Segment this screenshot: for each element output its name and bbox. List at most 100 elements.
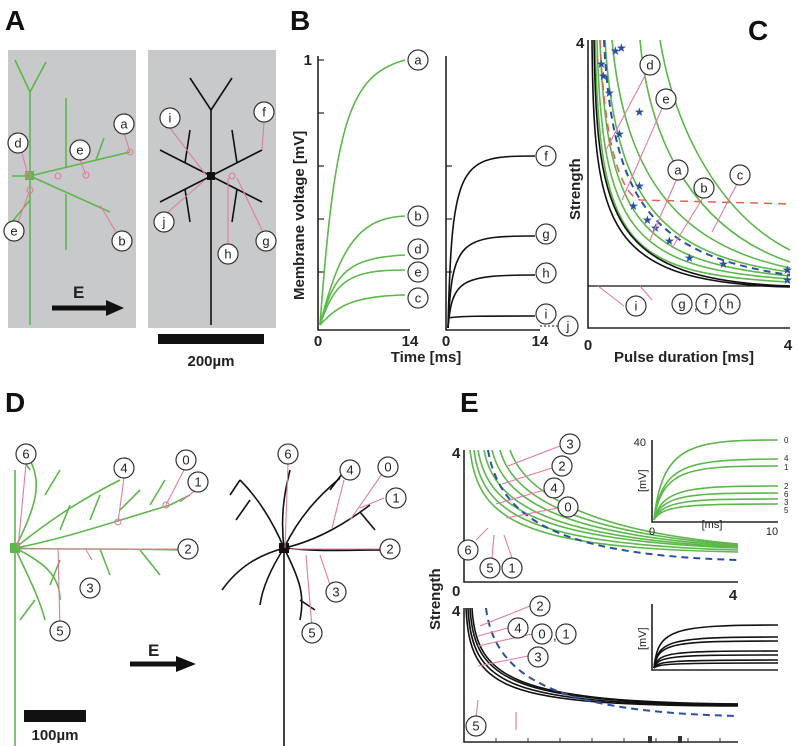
panel-b-yticks xyxy=(318,59,452,273)
d2-marker-4: 4 xyxy=(346,463,353,478)
b-marker-b: b xyxy=(414,209,421,224)
panel-e-bottom-inset-curves xyxy=(653,624,779,669)
panel-b-xlabel: Time [ms] xyxy=(391,349,462,366)
d2-marker-6: 6 xyxy=(284,447,291,462)
marker-j xyxy=(153,211,175,233)
inset-label-0: 0 xyxy=(784,436,789,445)
marker-e-text: e xyxy=(10,224,17,239)
panel-a-green-soma xyxy=(25,171,34,180)
panel-a-scale-bar xyxy=(158,334,264,344)
e-top-marker-3: 3 xyxy=(566,437,573,452)
marker-i-text: i xyxy=(169,111,172,126)
tick-mark-1 xyxy=(648,736,652,743)
panel-a-leaders xyxy=(17,121,265,246)
e-bot-marker-3: 3 xyxy=(534,650,541,665)
inset-top-xlabel: [ms] xyxy=(702,519,723,531)
panel-d-field-label: E xyxy=(148,641,159,660)
panel-e-top-leaders xyxy=(475,445,561,559)
panel-b-ytick-1: 1 xyxy=(304,52,312,69)
marker-c xyxy=(69,139,91,161)
panel-b-markers: a b d e c f g h i j xyxy=(407,49,579,337)
panel-a-scale-label: 200µm xyxy=(187,353,234,370)
marker-j-text: j xyxy=(162,215,166,230)
b-marker-i: i xyxy=(545,307,548,322)
marker-h-text: h xyxy=(224,247,231,262)
panel-d-scale-label: 100µm xyxy=(31,727,78,744)
panel-e-bottom-ytick-4: 4 xyxy=(452,603,461,620)
marker-a-text: a xyxy=(120,117,128,132)
d2-marker-3: 3 xyxy=(332,585,339,600)
inset-label-5: 5 xyxy=(784,506,789,515)
inset-label-2: 2 xyxy=(784,482,789,491)
d2-marker-0: 0 xyxy=(384,460,391,475)
c-marker-d: d xyxy=(646,58,653,73)
d2-marker-2: 2 xyxy=(386,542,393,557)
panel-b-green-traces xyxy=(319,59,406,326)
c-marker-a: a xyxy=(674,163,682,178)
panel-d-green-soma xyxy=(10,543,20,553)
svg-text:★: ★ xyxy=(664,234,675,248)
inset-top-ytick: 40 xyxy=(634,437,646,449)
panel-label-d: D xyxy=(5,387,25,418)
c-marker-i: i xyxy=(635,299,638,314)
panel-b-xtick-0: 0 xyxy=(314,333,322,350)
inset-label-1: 1 xyxy=(784,463,789,472)
panel-a-field-label: E xyxy=(73,283,84,302)
panel-c-ylabel: Strength xyxy=(567,158,584,220)
c-marker-e: e xyxy=(662,92,669,107)
panel-e-top-axes xyxy=(463,450,738,583)
panel-c-axes xyxy=(587,40,790,329)
marker-g xyxy=(255,230,277,252)
marker-c-text: e xyxy=(76,143,83,158)
c-marker-f: f xyxy=(704,297,708,312)
b-marker-j: j xyxy=(566,319,570,334)
panel-c-red-dashed xyxy=(599,39,791,205)
panel-e-top-inset-axes xyxy=(651,440,778,523)
inset-label-3: 3 xyxy=(784,498,789,507)
panel-e-top-ytick-4: 4 xyxy=(452,445,461,462)
marker-d xyxy=(7,132,29,154)
panel-e-bottom-xticks xyxy=(495,738,721,742)
panel-e-top-ytick-0: 0 xyxy=(452,583,460,600)
panel-d-leaders xyxy=(17,463,385,631)
d-marker-5: 5 xyxy=(56,624,63,639)
svg-text:★: ★ xyxy=(634,105,645,119)
panel-a-black-neuron-bg xyxy=(148,50,276,328)
panel-c-xtick-4: 4 xyxy=(784,337,793,354)
panel-b-black-traces xyxy=(447,155,536,329)
panel-d-markers: 6 4 0 1 2 3 5 6 4 0 1 2 3 5 xyxy=(15,443,407,644)
panel-e-top-inset-curves xyxy=(653,439,779,521)
inset-top-curve-labels: 0 4 1 2 6 3 5 xyxy=(784,436,789,515)
panel-label-a: A xyxy=(5,5,25,36)
svg-text:★: ★ xyxy=(610,44,621,58)
panel-c-black-curves xyxy=(591,39,791,288)
panel-b-axes-left xyxy=(317,56,410,331)
e-top-marker-5: 5 xyxy=(486,561,493,576)
panel-c-green-curves xyxy=(594,39,791,283)
panel-a-black-soma xyxy=(207,172,215,180)
c-marker-h: h xyxy=(726,297,733,312)
e-bot-marker-5: 5 xyxy=(472,719,479,734)
inset-label-4: 4 xyxy=(784,454,789,463)
e-bot-comma: , xyxy=(553,628,557,643)
inset-top-ylabel: [mV] xyxy=(637,469,649,492)
svg-text:★: ★ xyxy=(598,69,609,83)
e-bot-marker-4: 4 xyxy=(514,621,521,636)
svg-text:★: ★ xyxy=(782,263,793,277)
panel-e-bottom-inset-axes xyxy=(651,604,778,671)
b-marker-a: a xyxy=(414,53,422,68)
panel-b-ylabel: Membrane voltage [mV] xyxy=(291,131,308,300)
e-top-marker-0: 0 xyxy=(564,500,571,515)
c-marker-b: b xyxy=(700,181,707,196)
panel-e-bottom-axes xyxy=(463,608,738,743)
svg-text:★: ★ xyxy=(782,273,793,287)
panel-e-bottom-markers: 2 4 0 1 , 3 5 xyxy=(465,595,577,737)
panel-d-black-soma xyxy=(279,543,289,553)
panel-c-ytick-4: 4 xyxy=(576,35,585,52)
marker-i xyxy=(159,107,181,129)
e-top-marker-6: 6 xyxy=(464,543,471,558)
marker-b xyxy=(111,230,133,252)
d-marker-4: 4 xyxy=(120,461,127,476)
